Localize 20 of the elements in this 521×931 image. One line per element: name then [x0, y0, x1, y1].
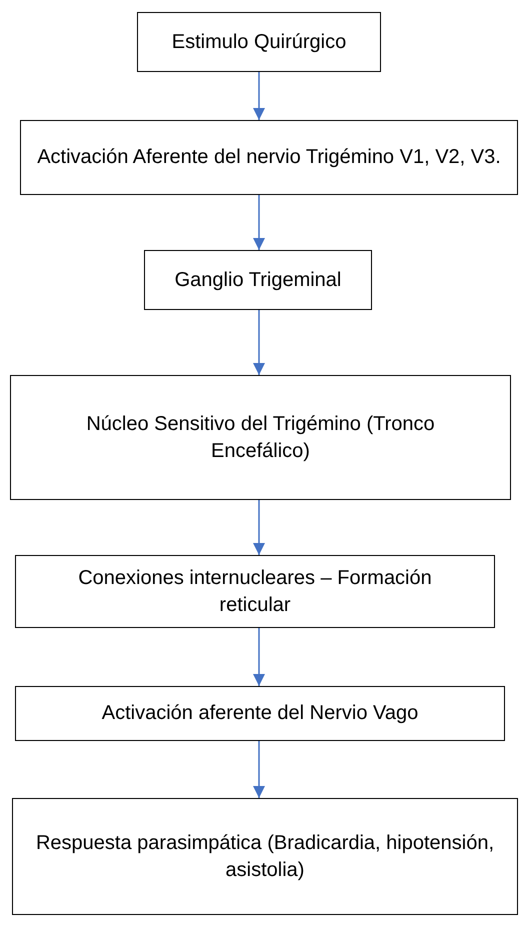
arrow: [253, 195, 265, 250]
process-box: [137, 12, 381, 72]
process-box: [20, 120, 518, 195]
arrow: [253, 72, 265, 120]
node-text: Activación Aferente del nervio Trigémino V1, V2, V3.: [37, 145, 501, 170]
node-text: Conexiones internucleares – Formación reticular: [77, 566, 433, 618]
node-text: Respuesta parasimpática (Bradicardia, hipotensión, asistolia): [34, 830, 496, 882]
arrow: [253, 500, 265, 555]
node-text: Ganglio Trigeminal: [174, 268, 342, 292]
node-text: Estimulo Quirúrgico: [172, 30, 346, 54]
node-text: Activación aferente del Nervio Vago: [102, 701, 418, 726]
process-box: [10, 375, 511, 500]
process-box: [144, 250, 372, 310]
process-box: [15, 555, 495, 628]
process-box: [15, 686, 505, 741]
process-box: [12, 798, 518, 915]
arrow: [253, 628, 265, 686]
arrow: [253, 741, 265, 798]
arrow: [253, 310, 265, 375]
node-text: Núcleo Sensitivo del Trigémino (Tronco Encefálico): [85, 412, 436, 464]
